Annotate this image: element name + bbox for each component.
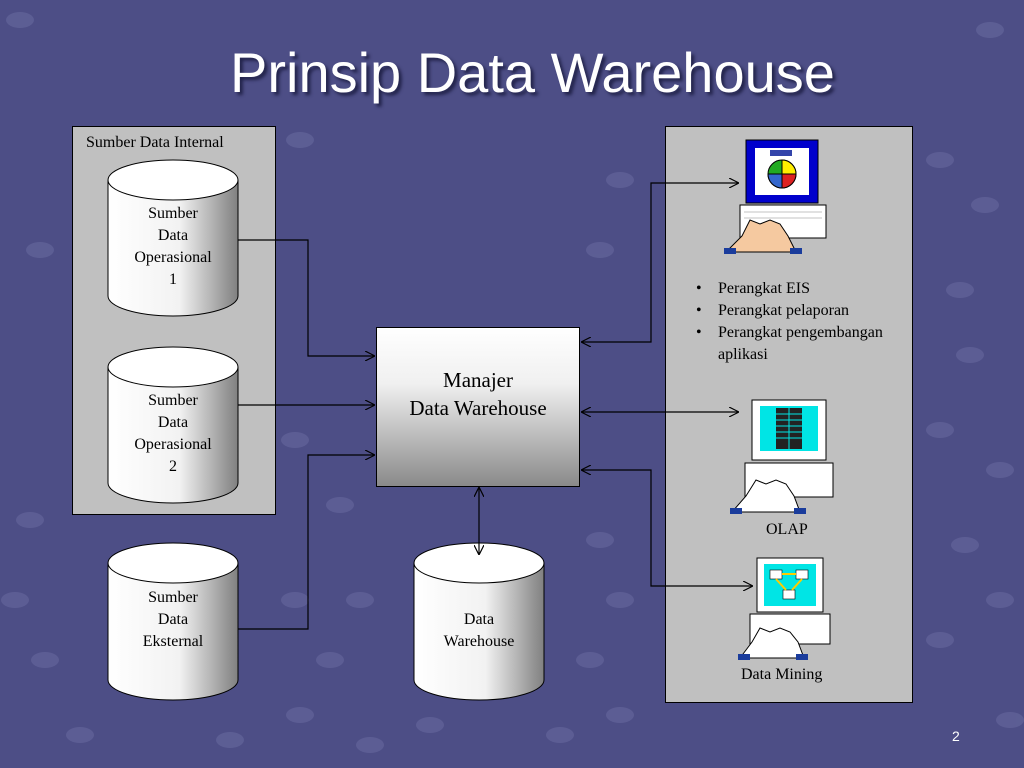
data-mining-label: Data Mining <box>741 666 823 683</box>
tools-list: Perangkat EIS Perangkat pelaporan Perang… <box>692 278 892 366</box>
data-warehouse-manager-box: Manajer Data Warehouse <box>376 327 580 487</box>
tool-item-app-dev: Perangkat pengembangan aplikasi <box>692 322 892 366</box>
page-number: 2 <box>952 728 960 744</box>
slide-title: Prinsip Data Warehouse <box>230 41 835 104</box>
olap-label: OLAP <box>766 521 808 538</box>
manager-line-2: Data Warehouse <box>409 396 547 420</box>
external-source-cylinder <box>107 542 239 701</box>
connector-external <box>238 455 374 630</box>
connector-eis <box>582 183 738 342</box>
connector-source-1 <box>238 239 374 356</box>
internal-sources-label: Sumber Data Internal <box>86 134 224 151</box>
data-mining-computer-icon <box>738 557 831 660</box>
source-cylinder-1 <box>107 159 239 317</box>
data-warehouse-cylinder <box>413 542 545 701</box>
manager-line-1: Manajer <box>443 368 513 392</box>
connector-mining <box>582 470 752 586</box>
source-cylinder-2 <box>107 346 239 504</box>
olap-computer-icon <box>730 399 834 514</box>
eis-computer-icon <box>724 139 827 254</box>
